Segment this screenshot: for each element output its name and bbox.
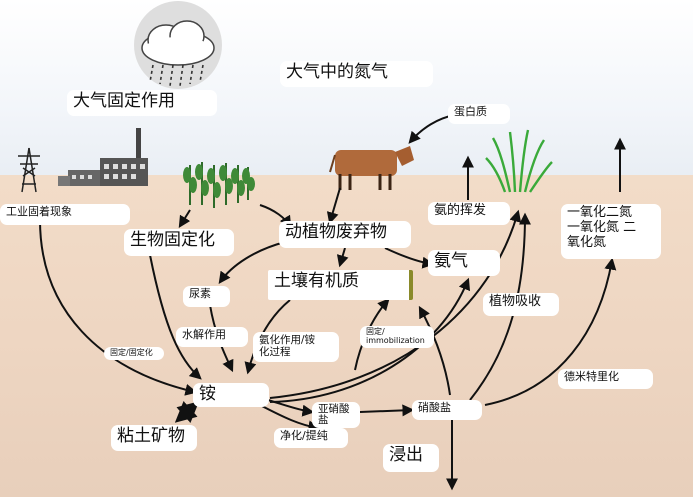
purification-label: 净化/提纯 — [274, 428, 348, 448]
clay-minerals-label: 粘土矿物 — [111, 425, 197, 451]
fixed-label: 固定/固定化 — [104, 347, 164, 360]
soil-organic-matter-label: 土壤有机质 — [268, 270, 413, 300]
plant-uptake-label: 植物吸收 — [483, 293, 559, 316]
arrow-waste-to-ammoniagas — [385, 248, 432, 264]
protein-label: 蛋白质 — [448, 104, 510, 124]
ammonia-gas-label: 氨气 — [428, 250, 500, 276]
nitrate-label: 硝酸盐 — [412, 400, 482, 420]
plant-animal-waste-label: 动植物废弃物 — [279, 221, 411, 248]
fixation-immobilization-label: 固定/ immobilization — [360, 326, 434, 348]
ammonia-volatilization-label: 氨的挥发 — [428, 202, 510, 225]
arrow-waste-to-soilorg — [340, 248, 345, 265]
atmospheric-nitrogen-label: 大气中的氮气 — [280, 61, 433, 87]
hydrolysis-label: 水解作用 — [176, 327, 248, 347]
denitrification-label: 德米特里化 — [558, 369, 653, 389]
ammonium-label: 铵 — [193, 383, 269, 407]
ammonification-label: 氨化作用/铵 化过程 — [253, 332, 339, 362]
arrow-cow-to-waste — [330, 188, 340, 222]
arrow-crops-to-biofix — [180, 210, 190, 226]
arrow-clay-ammonium — [178, 404, 196, 420]
arrow-nitrite-purification — [260, 405, 318, 428]
urea-label: 尿素 — [183, 286, 230, 307]
leaching-label: 浸出 — [383, 444, 439, 472]
biological-fixation-label: 生物固定化 — [124, 229, 234, 256]
arrow-nitrite-to-nitrate — [360, 410, 412, 412]
industrial-fixation-label: 工业固着现象 — [0, 204, 130, 225]
atmospheric-fixation-label: 大气固定作用 — [67, 90, 217, 116]
nitrite-label: 亚硝酸 盐 — [312, 402, 360, 428]
nitrogen-oxides-label: 一氧化二氮 一氧化氮 二 氧化氮 — [561, 204, 661, 259]
